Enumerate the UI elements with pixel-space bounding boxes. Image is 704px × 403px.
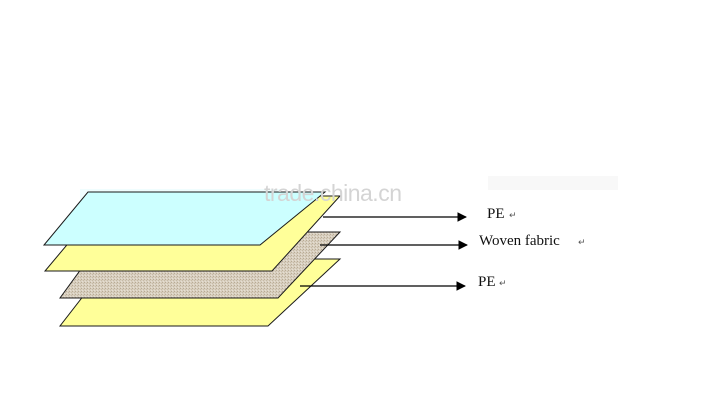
callout-label-bottom-pe: PE [478, 274, 496, 290]
top-pe-film [42, 191, 327, 246]
paragraph-mark-icon: ↵ [499, 279, 507, 289]
callout-label-top-pe: PE [487, 206, 505, 222]
paragraph-mark-icon: ↵ [578, 238, 586, 248]
watermark-text: trade.china.cn [264, 180, 401, 206]
paragraph-mark-icon: ↵ [509, 211, 517, 221]
callout-label-woven-fabric: Woven fabric [479, 233, 560, 249]
faint-header-band-right [488, 176, 618, 190]
